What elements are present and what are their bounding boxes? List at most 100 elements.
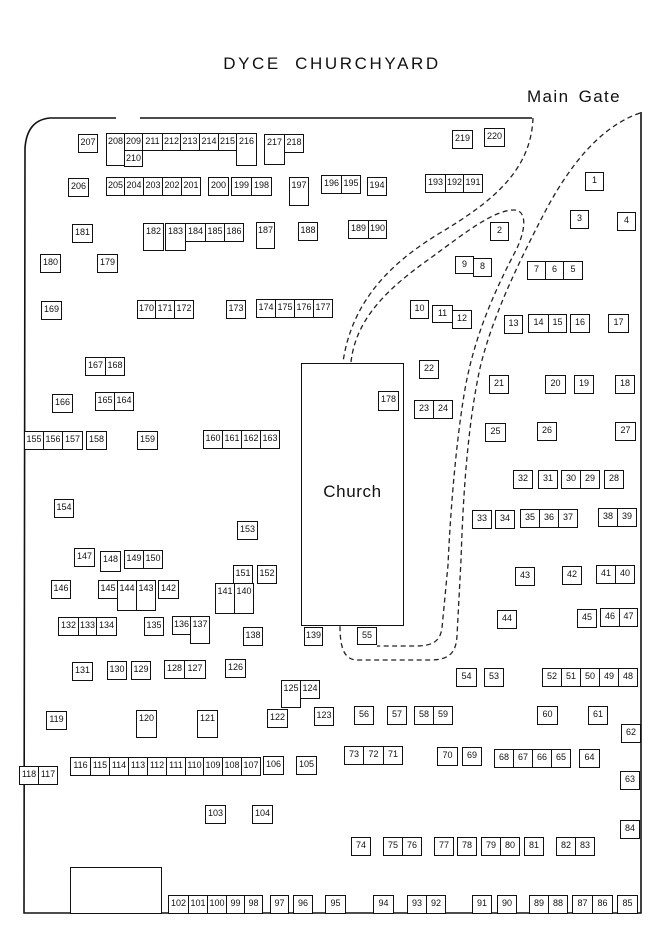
plot-38: 38	[598, 508, 618, 527]
plot-15: 15	[548, 314, 567, 333]
plot-121: 121	[197, 710, 218, 738]
plot-148: 148	[100, 551, 121, 572]
plot-204: 204	[124, 177, 144, 196]
plot-155: 155	[24, 431, 44, 450]
plot-71: 71	[383, 746, 403, 765]
plot-218: 218	[284, 134, 304, 153]
plot-115: 115	[90, 757, 110, 776]
plot-26: 26	[537, 422, 557, 441]
plot-49: 49	[599, 668, 619, 687]
plot-40: 40	[615, 565, 635, 584]
plot-6: 6	[545, 261, 564, 280]
plot-76: 76	[402, 837, 422, 856]
plot-146: 146	[51, 580, 71, 599]
plot-114: 114	[109, 757, 129, 776]
plot-187: 187	[256, 222, 275, 249]
plot-123: 123	[314, 707, 334, 726]
plot-189: 189	[348, 220, 369, 239]
plot-142: 142	[158, 580, 179, 599]
plot-111: 111	[166, 757, 186, 776]
plot-36: 36	[539, 509, 559, 528]
plot-181: 181	[72, 224, 93, 243]
plot-68: 68	[494, 749, 514, 768]
plot-60: 60	[537, 706, 558, 725]
plot-167: 167	[85, 357, 106, 376]
plot-56: 56	[354, 706, 374, 725]
plot-150: 150	[143, 550, 163, 569]
plot-95: 95	[325, 895, 346, 914]
plot-120: 120	[136, 710, 157, 738]
plot-22: 22	[419, 360, 439, 379]
plot-21: 21	[489, 375, 509, 394]
plot-153: 153	[237, 521, 258, 540]
plot-16: 16	[570, 314, 590, 333]
plot-132: 132	[58, 617, 79, 636]
plot-190: 190	[368, 220, 387, 239]
plot-211: 211	[142, 133, 163, 151]
plot-82: 82	[556, 837, 576, 856]
plot-43: 43	[515, 567, 535, 586]
plot-91: 91	[472, 895, 492, 914]
plot-70: 70	[437, 747, 458, 766]
plot-78: 78	[457, 837, 477, 856]
plot-156: 156	[43, 431, 63, 450]
plot-9: 9	[455, 256, 474, 274]
plot-55: 55	[357, 627, 377, 645]
plot-104: 104	[252, 805, 273, 824]
plot-7: 7	[527, 261, 546, 280]
plot-107: 107	[241, 757, 261, 776]
plot-65: 65	[551, 749, 571, 768]
plot-25: 25	[485, 423, 506, 442]
plot-100: 100	[207, 895, 227, 914]
plot-197: 197	[289, 177, 309, 206]
plot-44: 44	[497, 610, 517, 629]
plot-168: 168	[105, 357, 125, 376]
plot-134: 134	[96, 617, 117, 636]
plot-151: 151	[233, 565, 253, 584]
plot-66: 66	[532, 749, 552, 768]
plot-42: 42	[562, 566, 582, 585]
plot-30: 30	[561, 470, 581, 489]
plot-160: 160	[203, 430, 223, 449]
plot-208: 208	[106, 133, 125, 166]
plot-182: 182	[143, 223, 164, 251]
plot-166: 166	[52, 394, 73, 413]
plot-103: 103	[205, 805, 226, 824]
plot-161: 161	[222, 430, 242, 449]
plot-59: 59	[433, 706, 453, 725]
plot-20: 20	[545, 375, 566, 394]
plot-171: 171	[155, 300, 175, 319]
plot-169: 169	[41, 301, 62, 320]
plot-185: 185	[205, 223, 225, 242]
plot-112: 112	[147, 757, 167, 776]
plot-183: 183	[165, 223, 186, 251]
plot-105: 105	[296, 756, 317, 775]
plot-50: 50	[580, 668, 600, 687]
plot-210: 210	[124, 150, 143, 167]
plot-97: 97	[270, 895, 289, 914]
plot-34: 34	[495, 510, 515, 529]
plot-215: 215	[218, 133, 237, 151]
plot-10: 10	[410, 300, 429, 319]
plot-102: 102	[168, 895, 189, 914]
plot-8: 8	[473, 258, 492, 277]
path-inner-loop	[350, 209, 525, 647]
plot-162: 162	[241, 430, 261, 449]
plot-196: 196	[321, 175, 342, 194]
plot-177: 177	[313, 299, 333, 318]
plot-85: 85	[617, 895, 638, 914]
plot-117: 117	[38, 766, 58, 785]
plot-200: 200	[208, 177, 229, 196]
plot-32: 32	[513, 470, 533, 489]
plot-130: 130	[107, 661, 127, 680]
plot-77: 77	[434, 837, 454, 856]
plot-88: 88	[548, 895, 568, 914]
plot-27: 27	[615, 422, 636, 441]
plot-109: 109	[203, 757, 223, 776]
plot-110: 110	[185, 757, 204, 776]
main-gate-label: Main Gate	[527, 87, 622, 106]
plot-51: 51	[561, 668, 581, 687]
plot-28: 28	[604, 470, 624, 489]
